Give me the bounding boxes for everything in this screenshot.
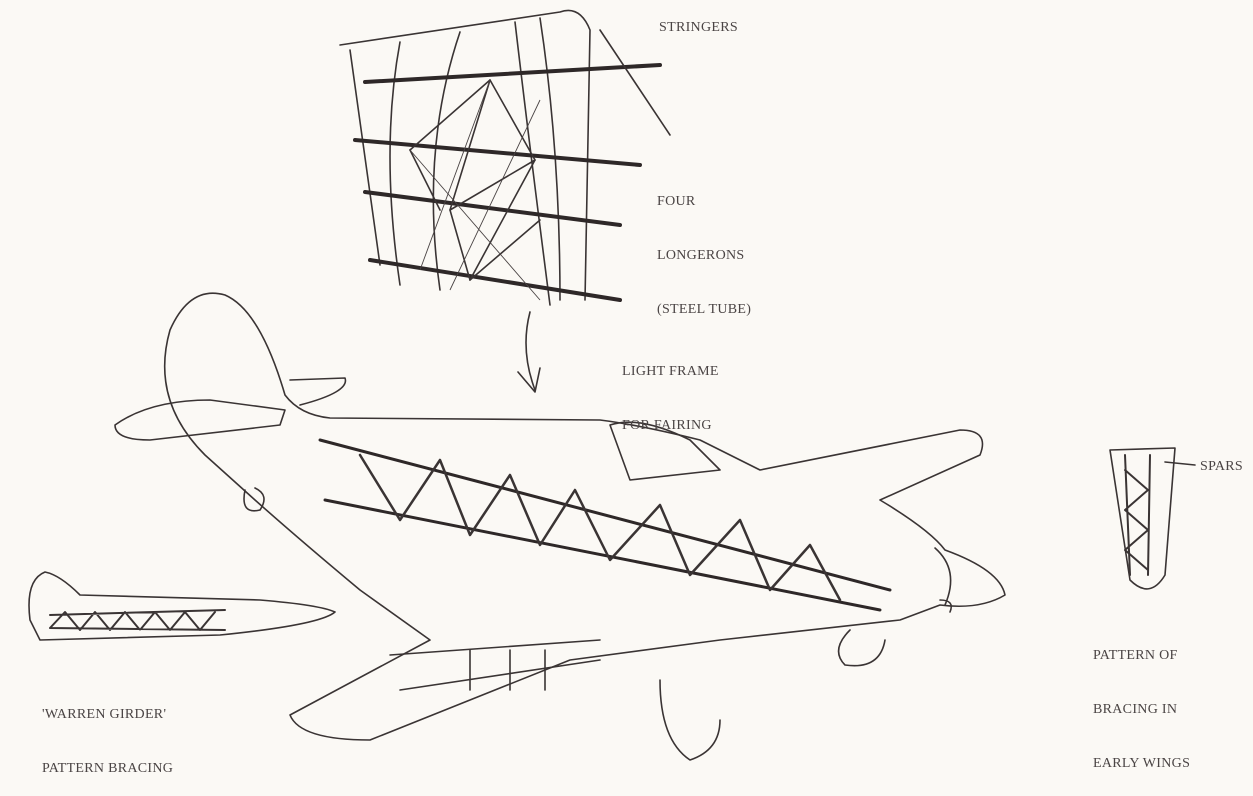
label-line: BRACING IN (1093, 702, 1178, 717)
fuselage-section-detail (339, 9, 662, 306)
label-line: PATTERN BRACING (42, 761, 174, 776)
label-line: PATTERN OF (1093, 648, 1178, 663)
early-wing-spar-sketch (1109, 447, 1196, 590)
label-line: LONGERONS (657, 248, 745, 263)
label-warren-girder: 'WARREN GIRDER' PATTERN BRACING (42, 670, 173, 796)
aircraft-cutaway (114, 292, 1006, 761)
label-spars: SPARS (1200, 459, 1244, 474)
label-line: EARLY WINGS (1093, 756, 1191, 771)
label-line: 'WARREN GIRDER' (42, 707, 167, 722)
label-longerons: FOUR LONGERONS (STEEL TUBE) (657, 157, 751, 337)
label-early-wings: PATTERN OF BRACING IN EARLY WINGS (1093, 611, 1190, 791)
warren-girder-sketch (28, 571, 336, 641)
label-stringers: STRINGERS (659, 20, 738, 35)
stringers-leader-line (599, 29, 671, 136)
label-line: FOUR (657, 194, 696, 209)
label-line: LIGHT FRAME (622, 364, 719, 379)
arrow-icon (517, 311, 541, 393)
label-line: FOR FAIRING (622, 418, 712, 433)
aircraft-structure-illustration (28, 9, 1196, 761)
label-light-frame: LIGHT FRAME FOR FAIRING (622, 327, 719, 453)
label-line: (STEEL TUBE) (657, 302, 752, 317)
